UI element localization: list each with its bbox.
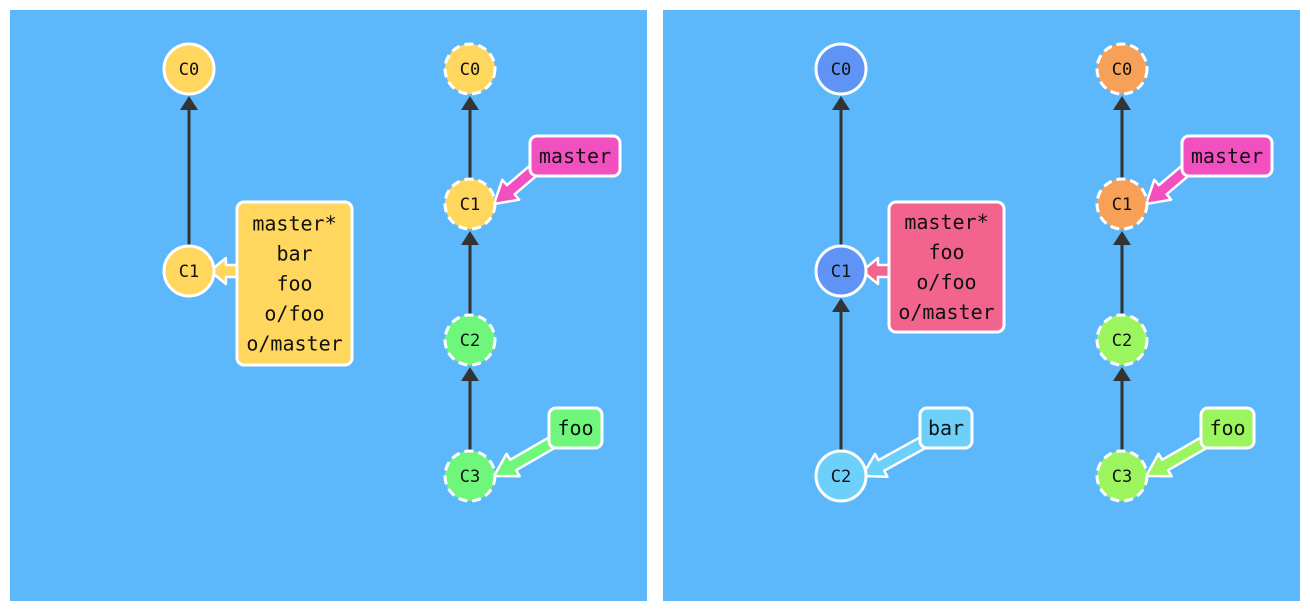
branch-pointer-arrow <box>860 435 929 479</box>
branch-label-remote-master[interactable]: master <box>492 134 622 206</box>
commit-label: C0 <box>1112 60 1132 80</box>
branch-name-text: foo <box>1209 416 1245 440</box>
commit-node-C1[interactable]: C1 <box>162 244 216 298</box>
branch-name-text: o/master <box>898 300 994 324</box>
edge-arrowhead <box>1113 96 1131 110</box>
commit-circle[interactable] <box>443 42 497 96</box>
commit-label: C1 <box>1112 195 1132 215</box>
commit-node-C1[interactable]: C1 <box>814 244 868 298</box>
branch-label-remote-master[interactable]: master <box>1144 134 1274 206</box>
commit-node-C0[interactable]: C0 <box>443 42 497 96</box>
branch-name-text: o/master <box>246 332 342 356</box>
branch-name-text: o/foo <box>264 302 324 326</box>
commit-node-C2[interactable]: C2 <box>1095 313 1149 367</box>
commit-node-C3[interactable]: C3 <box>1095 449 1149 503</box>
commit-node-C0[interactable]: C0 <box>814 42 868 96</box>
commit-node-C0[interactable]: C0 <box>162 42 216 96</box>
branch-label-remote-foo[interactable]: foo <box>492 406 604 478</box>
branch-name-text: foo <box>276 272 312 296</box>
edge-arrowhead <box>180 96 198 110</box>
branch-pointer-arrow <box>492 435 558 478</box>
branch-label-local-c1[interactable]: master* foo o/foo o/master <box>860 200 1006 334</box>
edge-arrowhead <box>1113 367 1131 381</box>
branch-label-box[interactable] <box>1180 134 1274 178</box>
commit-circle[interactable] <box>814 449 868 503</box>
branch-name-text: bar <box>276 242 312 266</box>
commit-label: C1 <box>460 195 480 215</box>
commit-node-C2[interactable]: C2 <box>814 449 868 503</box>
branch-name-text: foo <box>557 416 593 440</box>
branch-pointer-arrow <box>492 164 540 206</box>
commit-node-C1[interactable]: C1 <box>1095 177 1149 231</box>
commit-label: C2 <box>460 331 480 351</box>
commit-node-C2[interactable]: C2 <box>443 313 497 367</box>
branch-label-local-bar[interactable]: bar <box>860 406 974 479</box>
commit-circle[interactable] <box>1095 42 1149 96</box>
branch-label-local-c1[interactable]: master* bar foo o/foo o/master <box>208 200 354 367</box>
branch-label-box[interactable] <box>528 134 622 178</box>
commit-circle[interactable] <box>814 42 868 96</box>
branch-name-text: o/foo <box>916 270 976 294</box>
branch-label-box[interactable] <box>887 200 1006 334</box>
commit-label: C2 <box>831 467 851 487</box>
branch-pointer-arrow <box>1144 164 1192 206</box>
branch-label-remote-foo[interactable]: foo <box>1144 406 1256 478</box>
branch-name-text: master <box>1191 144 1263 168</box>
commit-label: C3 <box>460 467 480 487</box>
commit-circle[interactable] <box>162 42 216 96</box>
left-panel: master*barfooo/fooo/masterC0C1masterfooC… <box>10 10 647 601</box>
commit-node-C0[interactable]: C0 <box>1095 42 1149 96</box>
edge-arrowhead <box>461 96 479 110</box>
edge-arrowhead <box>832 298 850 312</box>
commit-label: C0 <box>179 60 199 80</box>
commit-circle[interactable] <box>162 244 216 298</box>
edge-arrowhead <box>1113 231 1131 245</box>
branch-label-box[interactable] <box>547 406 604 450</box>
commit-label: C0 <box>460 60 480 80</box>
branch-name-text: bar <box>928 416 964 440</box>
commit-label: C1 <box>179 262 199 282</box>
branch-label-box[interactable] <box>235 200 354 367</box>
commit-node-C3[interactable]: C3 <box>443 449 497 503</box>
commit-circle[interactable] <box>1095 177 1149 231</box>
commit-label: C2 <box>1112 331 1132 351</box>
branch-label-box[interactable] <box>918 406 974 450</box>
branch-name-text: master <box>539 144 611 168</box>
commit-label: C0 <box>831 60 851 80</box>
branch-label-box[interactable] <box>1199 406 1256 450</box>
commit-node-C1[interactable]: C1 <box>443 177 497 231</box>
edge-arrowhead <box>461 231 479 245</box>
commit-circle[interactable] <box>443 177 497 231</box>
branch-name-text: master* <box>252 212 336 236</box>
commit-label: C1 <box>831 262 851 282</box>
edge-arrowhead <box>461 367 479 381</box>
commit-circle[interactable] <box>443 313 497 367</box>
branch-name-text: foo <box>928 240 964 264</box>
commit-circle[interactable] <box>1095 449 1149 503</box>
commit-circle[interactable] <box>814 244 868 298</box>
commit-label: C3 <box>1112 467 1132 487</box>
edge-arrowhead <box>832 96 850 110</box>
branch-name-text: master* <box>904 210 988 234</box>
commit-circle[interactable] <box>443 449 497 503</box>
branch-pointer-arrow <box>1144 435 1210 478</box>
commit-circle[interactable] <box>1095 313 1149 367</box>
